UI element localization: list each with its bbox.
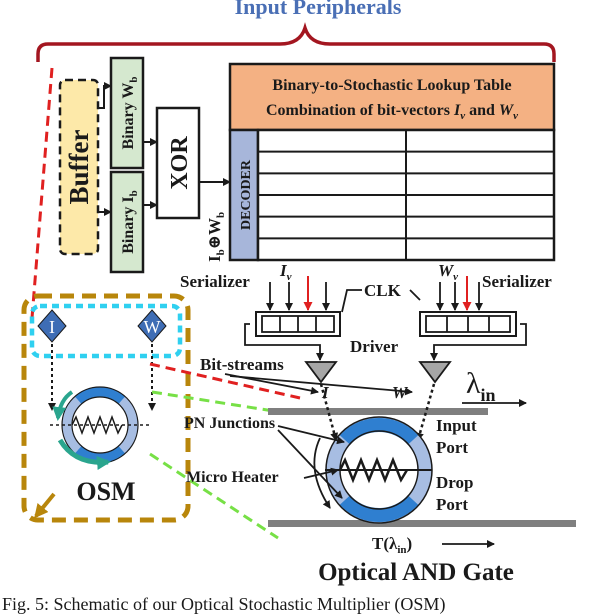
xor-output-label: Ib⊕Wb: [205, 212, 227, 262]
binary-w-block: [109, 56, 145, 170]
serializer-left-register: [255, 311, 341, 337]
osm-w-diamond: [137, 309, 167, 343]
green-dashed-top: [151, 390, 281, 414]
drop-waveguide: [268, 520, 576, 527]
lambda-in-label: λin: [466, 367, 496, 405]
binary-i-label: Binary Ib: [120, 190, 140, 253]
pn-junctions-label: PN Junctions: [184, 415, 275, 432]
serializer-left-label: Serializer: [180, 272, 250, 291]
binary-i-block: [109, 170, 145, 274]
input-peripherals-brace: [36, 22, 556, 62]
osm-box: [21, 293, 191, 523]
lut-header: [228, 62, 556, 132]
buffer-block: [58, 78, 100, 256]
driver-left: [304, 361, 338, 384]
bitstreams-label: Bit-streams: [200, 355, 284, 374]
iv-label: Iv: [279, 261, 292, 283]
wv-label: Wv: [438, 261, 458, 283]
lut-title-line1: Binary-to-Stochastic Lookup Table: [272, 77, 511, 94]
input-port-label-2: Port: [436, 438, 468, 457]
osm-input-region: [29, 303, 183, 359]
xor-label: XOR: [167, 136, 193, 190]
driver-label: Driver: [350, 337, 399, 356]
lut-table: [256, 128, 556, 262]
xor-block: [155, 106, 201, 220]
decoder-label: DECODER: [239, 159, 254, 230]
input-port-label-1: Input: [436, 416, 477, 435]
osm-w-label: W: [144, 317, 161, 337]
osm-i-diamond: [37, 309, 67, 343]
clk-label: CLK: [364, 281, 402, 300]
drop-port-label-1: Drop: [436, 473, 473, 492]
stream-i-label: I: [321, 383, 330, 402]
drop-port-label-2: Port: [436, 495, 468, 514]
input-waveguide: [268, 408, 488, 415]
green-dashed-bottom: [149, 452, 279, 540]
stream-w-label: W: [392, 383, 409, 402]
diagram-title: Input Peripherals: [235, 0, 402, 19]
red-dashed-connector: [30, 67, 54, 319]
serializer-right-label: Serializer: [482, 272, 552, 291]
buffer-label: Buffer: [64, 130, 94, 205]
red-dashed-gate-connector: [149, 362, 301, 400]
osm-name: OSM: [76, 477, 135, 506]
binary-w-label: Binary Wb: [120, 77, 140, 150]
driver-right: [418, 361, 452, 384]
osm-ring-icon: [50, 386, 150, 470]
serializer-right-register: [419, 311, 517, 337]
optical-and-gate-title: Optical AND Gate: [318, 559, 514, 586]
figure-caption: Fig. 5: Schematic of our Optical Stochas…: [2, 594, 445, 615]
output-transmission-label: T(λin): [372, 534, 412, 556]
micro-heater-label: Micro Heater: [186, 469, 279, 486]
lut-title-line2: Combination of bit-vectors Iv and Wv: [266, 102, 518, 122]
optical-ring-resonator: [325, 416, 433, 524]
osm-i-label: I: [49, 317, 55, 337]
